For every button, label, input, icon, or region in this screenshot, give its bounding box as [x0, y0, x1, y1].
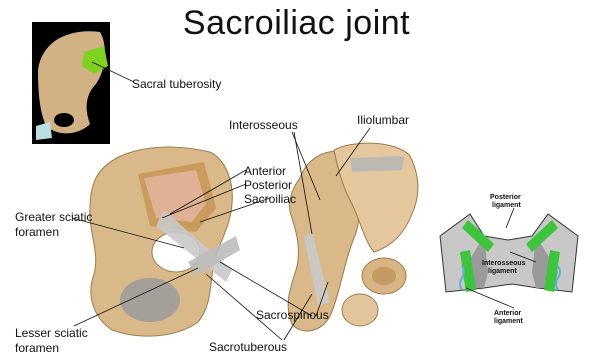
- label-interosseous: Interosseous: [229, 118, 298, 132]
- label-greater-sciatic-line1: Greater sciatic: [15, 210, 92, 224]
- label-lesser-sciatic-line1: Lesser sciatic: [15, 326, 88, 340]
- label-posterior-ligament-line2: ligament: [492, 202, 521, 210]
- label-lesser-sciatic-line2: foramen: [15, 341, 59, 355]
- label-interosseous-ligament-line2: ligament: [488, 268, 517, 276]
- label-posterior: Posterior: [244, 178, 292, 192]
- label-iliolumbar: Iliolumbar: [357, 113, 409, 127]
- label-posterior-ligament-line1: Posterior: [490, 194, 521, 202]
- label-anterior: Anterior: [244, 164, 286, 178]
- sacroiliac-schematic: [440, 214, 578, 292]
- label-anterior-ligament-line2: ligament: [494, 318, 523, 326]
- label-sacrotuberous: Sacrotuberous: [209, 340, 287, 354]
- label-greater-sciatic-line2: foramen: [15, 225, 59, 239]
- label-anterior-ligament-line1: Anterior: [494, 310, 521, 318]
- label-sacrospinous: Sacrospinous: [256, 308, 329, 322]
- label-sacral-tuberosity: Sacral tuberosity: [132, 77, 221, 91]
- label-interosseous-ligament-line1: Interosseous: [482, 260, 526, 268]
- label-sacroiliac: Sacroiliac: [244, 192, 296, 206]
- hip-bone-photo: [32, 22, 110, 144]
- pelvis-posterior-view: [288, 143, 418, 331]
